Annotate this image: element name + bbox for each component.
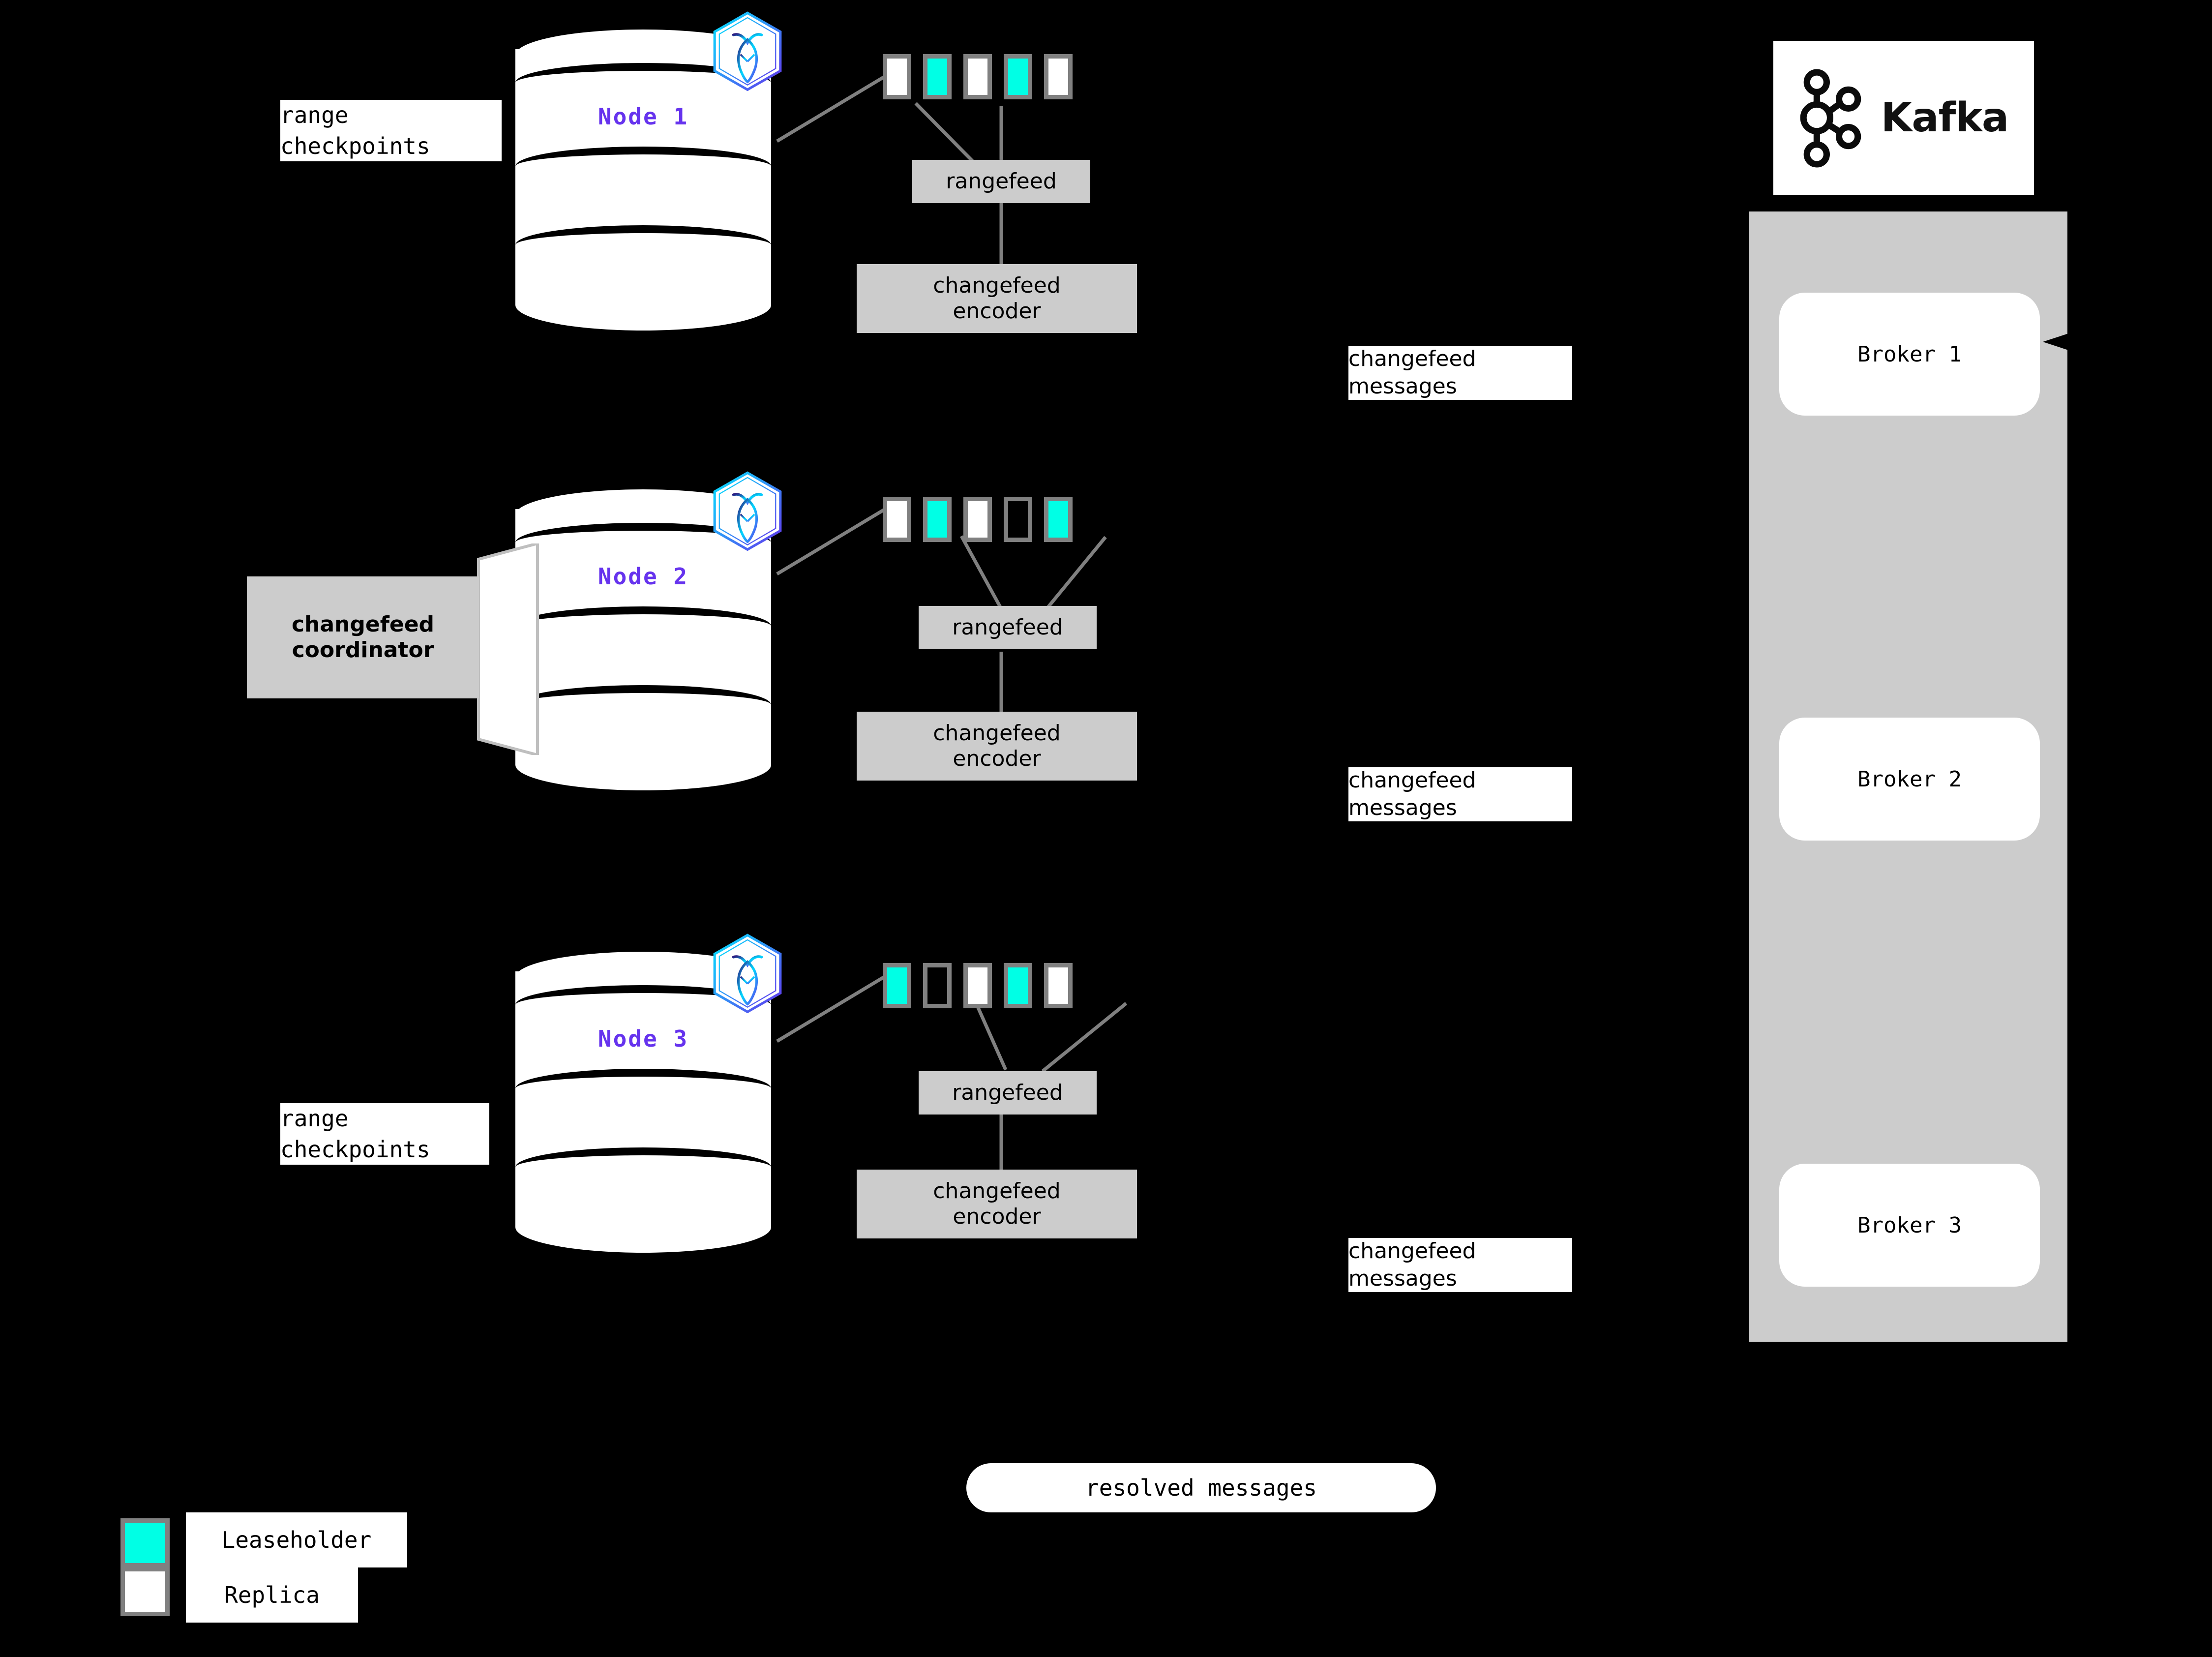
- range-replica[interactable]: [963, 963, 992, 1008]
- encoder-line-2: encoder: [953, 299, 1041, 324]
- node-3-rangefeed-box[interactable]: rangefeed: [919, 1071, 1097, 1115]
- label-line-1: range: [280, 1105, 349, 1132]
- node-3-range-row: [883, 963, 1073, 1008]
- node-3-changefeed-messages-label: changefeed messages: [1348, 1238, 1572, 1292]
- legend-label-leaseholder: Leaseholder: [186, 1512, 407, 1567]
- cockroachdb-hexagon-icon: [708, 932, 787, 1018]
- node-1-range-row: [883, 54, 1073, 99]
- cylinder-bottom: [515, 279, 771, 331]
- node-2-changefeed-messages-label: changefeed messages: [1348, 767, 1572, 821]
- range-empty[interactable]: [1004, 497, 1032, 542]
- range-leaseholder[interactable]: [883, 963, 911, 1008]
- broker-1-box[interactable]: Broker 1: [1779, 293, 2040, 416]
- cockroachdb-hexagon-icon: [708, 10, 787, 96]
- cockroachdb-hexagon-icon: [708, 470, 787, 556]
- broker-inbound-arrow-icon: [2043, 333, 2068, 350]
- kafka-logo-icon: [1800, 69, 1861, 168]
- node-3-cylinder: Node 3: [515, 952, 771, 1253]
- range-replica[interactable]: [883, 497, 911, 542]
- range-replica[interactable]: [963, 497, 992, 542]
- kafka-wordmark: Kafka: [1881, 94, 2009, 141]
- legend-swatch-leaseholder: [120, 1518, 170, 1567]
- node-3-range-checkpoints-label: range checkpoints: [280, 1103, 489, 1165]
- label-line-1: changefeed: [1348, 1238, 1476, 1264]
- node-1-cylinder: Node 1: [515, 30, 771, 331]
- kafka-logo-panel: Kafka: [1773, 41, 2034, 195]
- encoder-line-2: encoder: [953, 1204, 1041, 1229]
- range-replica[interactable]: [963, 54, 992, 99]
- legend-swatch-replica: [120, 1567, 170, 1616]
- changefeed-coordinator-box[interactable]: changefeed coordinator: [247, 576, 479, 698]
- encoder-line-1: changefeed: [933, 721, 1061, 746]
- encoder-line-2: encoder: [953, 746, 1041, 771]
- range-leaseholder[interactable]: [1004, 54, 1032, 99]
- node-3-changefeed-encoder-box[interactable]: changefeed encoder: [857, 1170, 1137, 1238]
- range-replica[interactable]: [1044, 963, 1073, 1008]
- range-replica[interactable]: [883, 54, 911, 99]
- range-leaseholder[interactable]: [1044, 497, 1073, 542]
- node-1-range-checkpoints-label: range checkpoints: [280, 100, 502, 161]
- node-2-range-row: [883, 497, 1073, 542]
- cylinder-band: [515, 606, 771, 646]
- label-line-1: changefeed: [1348, 346, 1476, 371]
- range-empty[interactable]: [923, 963, 952, 1008]
- label-line-2: checkpoints: [280, 132, 430, 159]
- label-line-2: messages: [1348, 1266, 1457, 1291]
- node-1-label: Node 1: [598, 103, 689, 130]
- node-2-cylinder: Node 2: [515, 489, 771, 790]
- node-3-label: Node 3: [598, 1025, 689, 1052]
- label-line-1: range: [280, 102, 349, 129]
- label-line-1: changefeed: [1348, 767, 1476, 793]
- coordinator-line-1: changefeed: [291, 612, 435, 637]
- label-line-2: messages: [1348, 374, 1457, 399]
- range-leaseholder[interactable]: [923, 497, 952, 542]
- cylinder-band: [515, 147, 771, 186]
- range-replica[interactable]: [1044, 54, 1073, 99]
- broker-2-box[interactable]: Broker 2: [1779, 718, 2040, 841]
- node-2-rangefeed-box[interactable]: rangefeed: [919, 606, 1097, 649]
- range-leaseholder[interactable]: [923, 54, 952, 99]
- cylinder-bottom: [515, 1202, 771, 1253]
- encoder-line-1: changefeed: [933, 273, 1061, 299]
- node-2-label: Node 2: [598, 563, 689, 590]
- cylinder-band: [515, 1147, 771, 1187]
- label-line-2: checkpoints: [280, 1136, 430, 1163]
- legend-label-replica: Replica: [186, 1567, 358, 1623]
- node-1-changefeed-messages-label: changefeed messages: [1348, 346, 1572, 400]
- resolved-messages-pill[interactable]: resolved messages: [966, 1463, 1436, 1512]
- broker-3-box[interactable]: Broker 3: [1779, 1164, 2040, 1287]
- range-leaseholder[interactable]: [1004, 963, 1032, 1008]
- coordinator-pointer-wedge: [477, 543, 539, 755]
- cylinder-band: [515, 225, 771, 265]
- cylinder-band: [515, 1069, 771, 1108]
- node-1-changefeed-encoder-box[interactable]: changefeed encoder: [857, 264, 1137, 333]
- label-line-2: messages: [1348, 795, 1457, 820]
- node-1-rangefeed-box[interactable]: rangefeed: [912, 160, 1090, 203]
- cylinder-band: [515, 685, 771, 724]
- encoder-line-1: changefeed: [933, 1178, 1061, 1204]
- coordinator-line-2: coordinator: [292, 637, 434, 663]
- cylinder-bottom: [515, 739, 771, 790]
- node-2-changefeed-encoder-box[interactable]: changefeed encoder: [857, 712, 1137, 781]
